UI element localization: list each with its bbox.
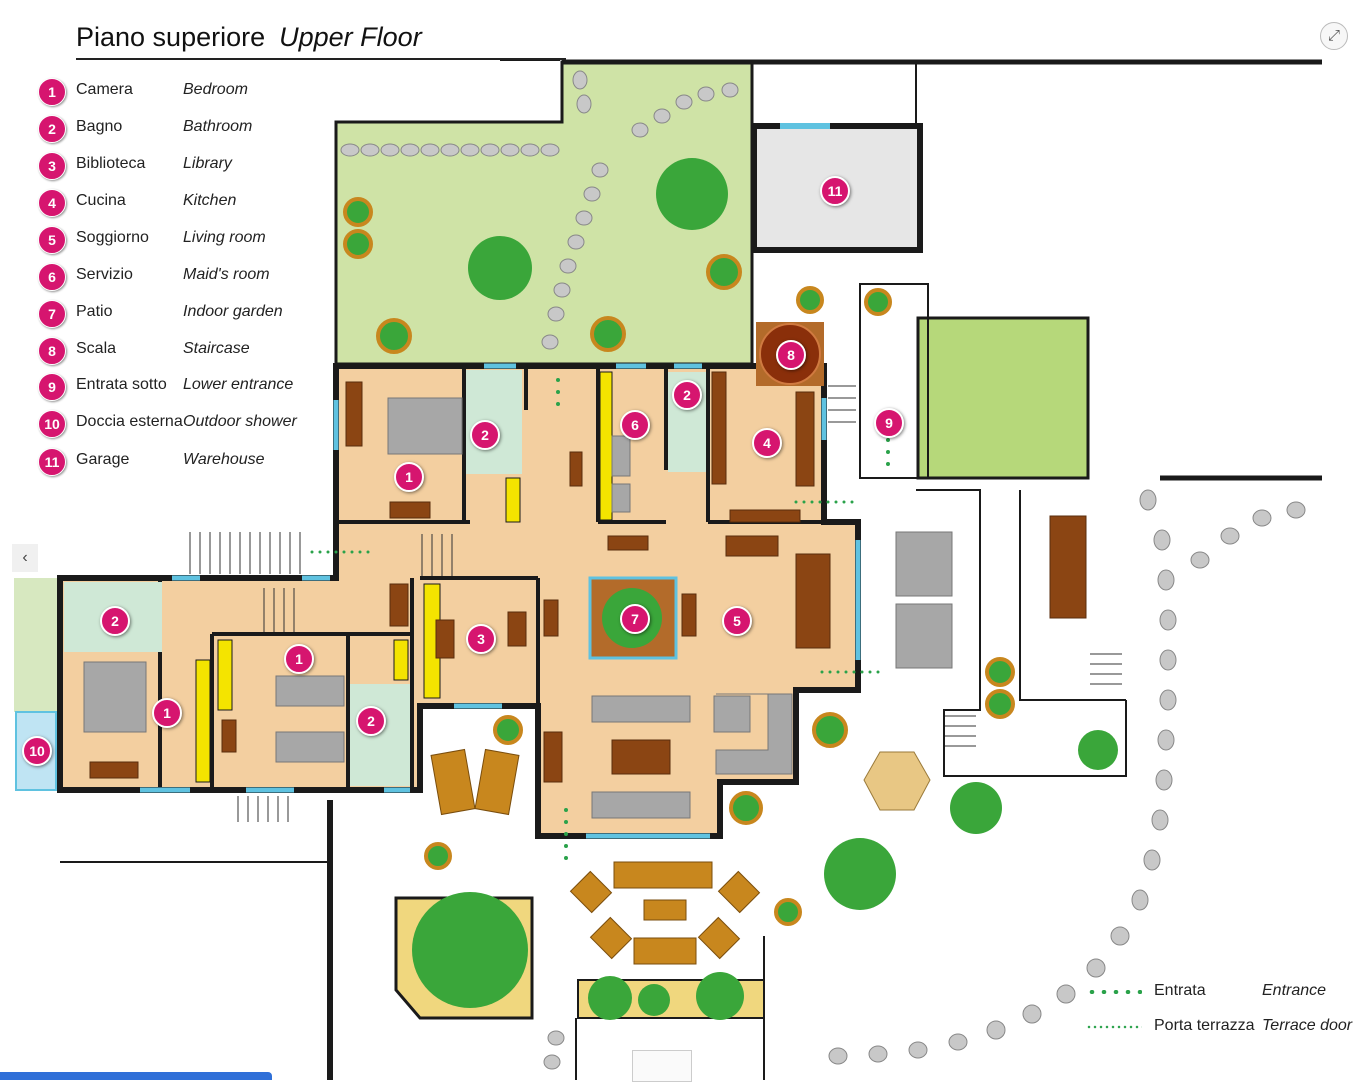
legend-badge: 9 [38,373,66,401]
legend-italian: Doccia esterna [76,413,183,430]
room-marker-maids-room: 6 [620,410,650,440]
legend-english: Staircase [183,340,250,357]
legend-item: 5 Soggiorno Living room [38,226,338,254]
room-marker-bathroom: 2 [356,706,386,736]
legend-english: Kitchen [183,192,237,209]
legend-badge: 3 [38,152,66,180]
room-marker-outdoor-shower: 10 [22,736,52,766]
legend-item: 3 Biblioteca Library [38,152,338,180]
legend-item: 1 Camera Bedroom [38,78,338,106]
legend-english: Maid's room [183,266,270,283]
page-title: Piano superiore Upper Floor [76,22,422,53]
legend-english: Lower entrance [183,376,294,393]
key-entrance: Entrata Entrance [1086,980,1366,1004]
legend-badge: 5 [38,226,66,254]
legend-italian: Garage [76,451,130,468]
legend-item: 7 Patio Indoor garden [38,300,338,328]
entrance-dots-symbol [1086,990,1142,994]
expand-button[interactable]: ⤢ [1320,22,1348,50]
room-marker-indoor-garden: 7 [620,604,650,634]
expand-icon: ⤢ [1327,27,1340,44]
title-italian: Piano superiore [76,22,266,52]
room-marker-staircase: 8 [776,340,806,370]
room-marker-library: 3 [466,624,496,654]
legend-italian: Biblioteca [76,155,146,172]
legend-item: 11 Garage Warehouse [38,448,338,476]
legend-badge: 2 [38,115,66,143]
legend-english: Library [183,155,232,172]
terrace-door-dots-symbol [1086,1025,1142,1029]
progress-bar [0,1072,272,1080]
legend-italian: Bagno [76,118,123,135]
umbrella [863,751,931,811]
legend-item: 9 Entrata sotto Lower entrance [38,373,338,401]
legend-italian: Soggiorno [76,229,149,246]
right-lawn [916,316,1090,480]
legend-badge: 8 [38,337,66,365]
legend-italian: Cucina [76,192,126,209]
legend-english: Bathroom [183,118,253,135]
legend-english: Outdoor shower [183,413,297,430]
legend-italian: Camera [76,81,133,98]
key-english: Terrace door [1262,1017,1353,1034]
room-marker-bathroom: 2 [470,420,500,450]
room-marker-garage: 11 [820,176,850,206]
room-marker-living-room: 5 [722,606,752,636]
chevron-left-icon: ‹ [22,549,28,566]
legend-english: Warehouse [183,451,265,468]
legend-badge: 6 [38,263,66,291]
legend-italian: Entrata sotto [76,376,167,393]
legend-badge: 10 [38,410,66,438]
key-terrace-door: Porta terrazza Terrace door [1086,1015,1366,1039]
shower-strip [14,578,58,712]
legend-italian: Scala [76,340,117,357]
legend-badge: 1 [38,78,66,106]
previous-button[interactable]: ‹ [12,544,38,572]
bath-d [350,684,410,786]
legend-badge: 11 [38,448,66,476]
legend-item: 6 Servizio Maid's room [38,263,338,291]
room-marker-bathroom: 2 [100,606,130,636]
legend-item: 2 Bagno Bathroom [38,115,338,143]
room-marker-bedroom: 1 [284,644,314,674]
key-italian: Porta terrazza [1154,1017,1255,1034]
legend-english: Indoor garden [183,303,283,320]
legend-english: Living room [183,229,266,246]
legend-english: Bedroom [183,81,248,98]
room-marker-bedroom: 1 [152,698,182,728]
legend-badge: 7 [38,300,66,328]
title-english: Upper Floor [279,22,422,52]
room-marker-bedroom: 1 [394,462,424,492]
key-italian: Entrata [1154,982,1206,999]
room-marker-kitchen: 4 [752,428,782,458]
legend-item: 8 Scala Staircase [38,337,338,365]
thumbnail[interactable] [632,1050,692,1082]
room-marker-lower-entrance: 9 [874,408,904,438]
legend-italian: Servizio [76,266,133,283]
key-english: Entrance [1262,982,1327,999]
room-marker-bathroom: 2 [672,380,702,410]
legend-item: 4 Cucina Kitchen [38,189,338,217]
legend-badge: 4 [38,189,66,217]
legend-italian: Patio [76,303,113,320]
title-underline [76,58,566,60]
